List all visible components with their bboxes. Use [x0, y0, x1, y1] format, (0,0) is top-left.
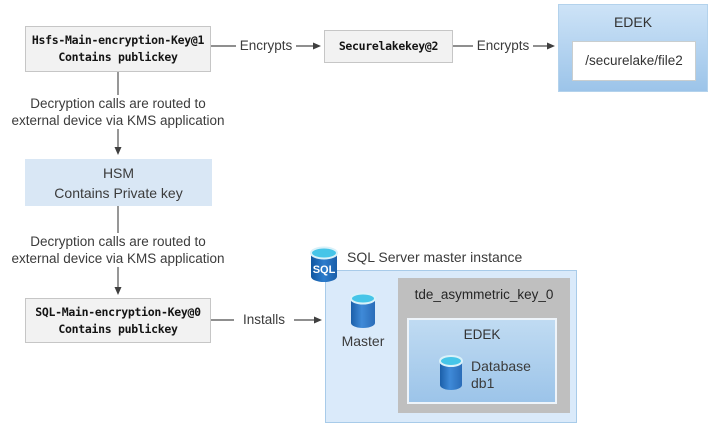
hsm-detail: Contains Private key — [54, 184, 183, 201]
hsfs-key-name: Hsfs-Main-encryption-Key@1 — [31, 33, 205, 47]
encrypts-label-1: Encrypts — [236, 37, 296, 55]
kms-routing-note-2: Decryption calls are routed to external … — [4, 233, 232, 267]
edek-db-node: EDEK Database db1 — [407, 318, 557, 404]
hsm-name: HSM — [102, 164, 135, 181]
encrypts-label-2: Encrypts — [473, 37, 533, 55]
kms-note-1-line1: Decryption calls are routed to — [30, 96, 206, 111]
sql-key-node: SQL-Main-encryption-Key@0 Contains publi… — [25, 298, 211, 343]
sql-database-icon: SQL — [310, 246, 338, 282]
kms-note-2-line1: Decryption calls are routed to — [30, 234, 206, 249]
edek-db-title: EDEK — [463, 327, 501, 342]
kms-routing-note-1: Decryption calls are routed to external … — [4, 95, 232, 129]
edek-file-node: EDEK /securelake/file2 — [558, 4, 708, 92]
securelake-key-node: Securelakekey@2 — [324, 30, 453, 63]
hsfs-key-node: Hsfs-Main-encryption-Key@1 Contains publ… — [25, 26, 211, 72]
kms-note-2-line2: external device via KMS application — [11, 251, 225, 266]
master-db-icon — [350, 292, 376, 328]
tde-asymmetric-key-node: tde_asymmetric_key_0 EDEK Database db1 — [398, 278, 570, 413]
database-label-line2: db1 — [471, 375, 495, 391]
sql-server-title: SQL Server master instance — [347, 249, 523, 265]
db1-database-icon — [439, 355, 463, 390]
securelake-key-name: Securelakekey@2 — [338, 39, 439, 53]
sql-key-name: SQL-Main-encryption-Key@0 — [35, 304, 201, 319]
kms-note-1-line2: external device via KMS application — [11, 113, 225, 128]
database-db1-label: Database db1 — [471, 358, 531, 392]
hsm-node: HSM Contains Private key — [25, 159, 212, 206]
installs-label: Installs — [234, 311, 294, 329]
securelake-file-path: /securelake/file2 — [572, 41, 696, 81]
edek-file-title: EDEK — [613, 14, 653, 30]
hsfs-key-detail: Contains publickey — [58, 50, 178, 64]
master-label: Master — [341, 333, 385, 349]
tde-key-title: tde_asymmetric_key_0 — [414, 287, 554, 302]
sql-icon-label: SQL — [313, 264, 336, 276]
database-label-line1: Database — [471, 358, 531, 374]
sql-key-detail: Contains publickey — [58, 321, 178, 336]
